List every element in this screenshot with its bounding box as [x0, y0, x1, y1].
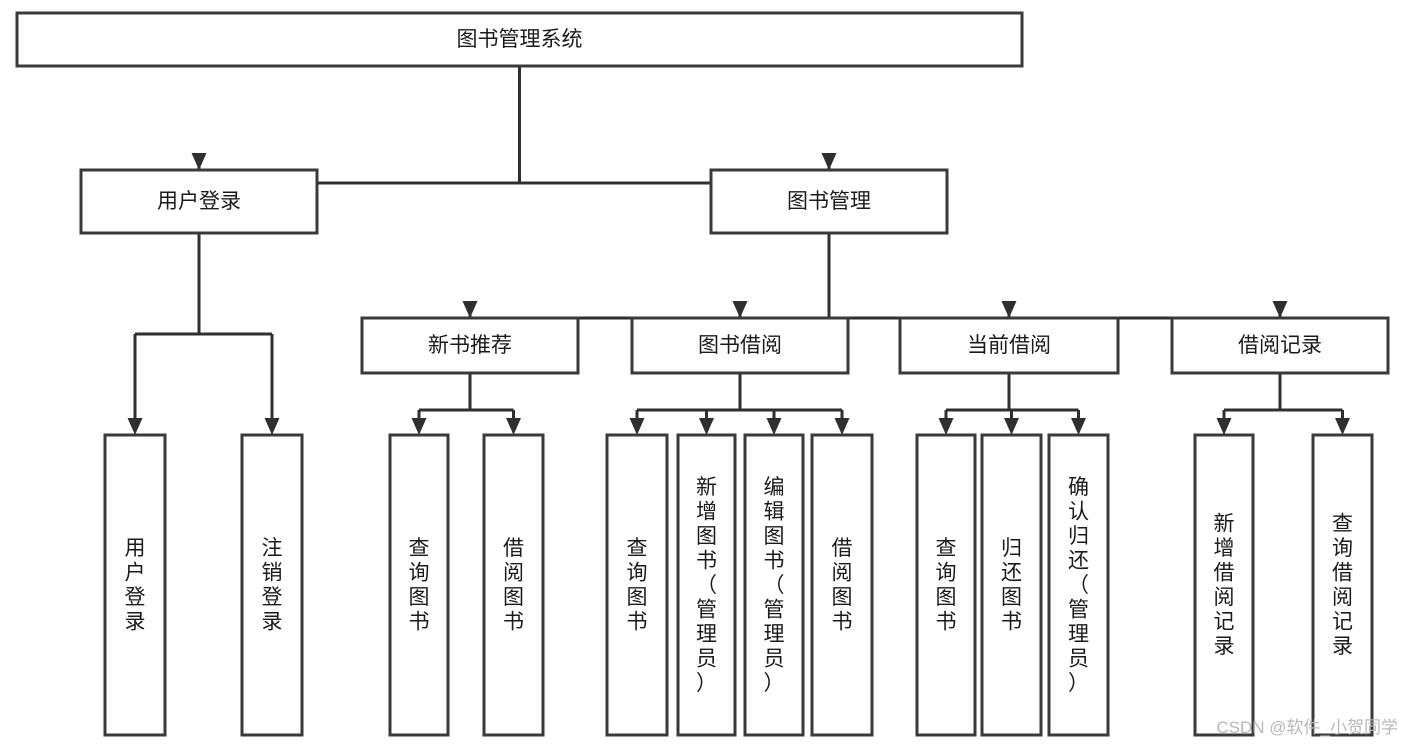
node-box [103, 433, 167, 737]
arrow-head-icon [191, 153, 207, 170]
arrow-head-icon [629, 418, 645, 435]
node-label: 查询图书 [627, 537, 648, 634]
node-leaf_1[interactable]: 用户登录 [103, 433, 167, 737]
node-leaf_11[interactable]: 确认归还（管理员） [1047, 433, 1110, 737]
node-leaf_13[interactable]: 查询借阅记录 [1311, 433, 1374, 737]
arrow-head-icon [462, 301, 478, 318]
node-box [1193, 433, 1255, 737]
arrow-head-icon [821, 153, 837, 170]
node-box [1311, 433, 1374, 737]
node-leaf_9[interactable]: 查询图书 [915, 433, 977, 737]
node-label: 图书管理 [787, 190, 871, 213]
node-label: 图书借阅 [698, 334, 782, 357]
node-box [1047, 433, 1110, 737]
arrow-head-icon [506, 418, 521, 435]
node-leaf_6[interactable]: 新增图书（管理员） [676, 433, 737, 737]
node-l2_a[interactable]: 新书推荐 [360, 316, 580, 375]
node-box [1170, 316, 1390, 375]
node-l1_a[interactable]: 用户登录 [79, 168, 319, 235]
arrow-head-icon [1004, 418, 1019, 435]
node-box [898, 316, 1120, 375]
node-box [240, 433, 304, 737]
node-leaf_5[interactable]: 查询图书 [605, 433, 669, 737]
node-root[interactable]: 图书管理系统 [15, 11, 1024, 68]
arrow-head-icon [938, 418, 954, 435]
node-box [709, 168, 949, 235]
node-box [915, 433, 977, 737]
arrow-head-icon [732, 301, 748, 318]
node-leaf_4[interactable]: 借阅图书 [482, 433, 545, 737]
node-label: 借阅图书 [503, 537, 524, 634]
node-leaf_3[interactable]: 查询图书 [388, 433, 450, 737]
node-label: 借阅记录 [1238, 334, 1322, 357]
arrow-head-icon [264, 418, 280, 435]
node-leaf_7[interactable]: 编辑图书（管理员） [743, 433, 805, 737]
node-leaf_10[interactable]: 归还图书 [980, 433, 1043, 737]
node-label: 查询图书 [936, 537, 957, 634]
node-label: 图书管理系统 [457, 28, 583, 51]
node-box [482, 433, 545, 737]
node-l2_c[interactable]: 当前借阅 [898, 316, 1120, 375]
node-label: 新增图书（管理员） [696, 476, 717, 695]
arrow-head-icon [834, 418, 850, 435]
arrow-head-icon [127, 418, 143, 435]
node-box [980, 433, 1043, 737]
arrow-head-icon [1272, 301, 1288, 318]
node-box [79, 168, 319, 235]
node-l1_b[interactable]: 图书管理 [709, 168, 949, 235]
arrow-head-icon [766, 418, 782, 435]
node-label: 借阅图书 [832, 537, 853, 634]
node-layer: 图书管理系统用户登录图书管理新书推荐图书借阅当前借阅借阅记录用户登录注销登录查询… [15, 11, 1390, 737]
node-label: 归还图书 [1001, 537, 1022, 634]
node-box [630, 316, 850, 375]
arrow-head-icon [411, 418, 427, 435]
csdn-watermark: CSDN @软件_小贺同学 [1216, 718, 1398, 737]
node-box [810, 433, 874, 737]
node-label: 新增借阅记录 [1214, 513, 1235, 659]
node-label: 查询借阅记录 [1332, 513, 1353, 659]
arrow-head-icon [1216, 418, 1232, 435]
node-label: 查询图书 [409, 537, 430, 634]
node-box [676, 433, 737, 737]
node-box [15, 11, 1024, 68]
node-label: 注销登录 [262, 537, 283, 634]
node-label: 用户登录 [157, 190, 241, 213]
node-leaf_12[interactable]: 新增借阅记录 [1193, 433, 1255, 737]
node-l2_b[interactable]: 图书借阅 [630, 316, 850, 375]
node-label: 当前借阅 [967, 334, 1051, 357]
node-box [388, 433, 450, 737]
node-label: 用户登录 [125, 537, 146, 634]
arrow-head-icon [1071, 418, 1086, 435]
node-label: 编辑图书（管理员） [764, 476, 785, 695]
node-box [360, 316, 580, 375]
arrow-head-icon [1001, 301, 1017, 318]
node-box [743, 433, 805, 737]
connector-layer [127, 66, 1350, 435]
node-label: 新书推荐 [428, 334, 512, 357]
node-l2_d[interactable]: 借阅记录 [1170, 316, 1390, 375]
node-label: 确认归还（管理员） [1068, 476, 1089, 695]
node-leaf_8[interactable]: 借阅图书 [810, 433, 874, 737]
node-box [605, 433, 669, 737]
node-leaf_2[interactable]: 注销登录 [240, 433, 304, 737]
arrow-head-icon [1335, 418, 1350, 435]
arrow-head-icon [699, 418, 714, 435]
